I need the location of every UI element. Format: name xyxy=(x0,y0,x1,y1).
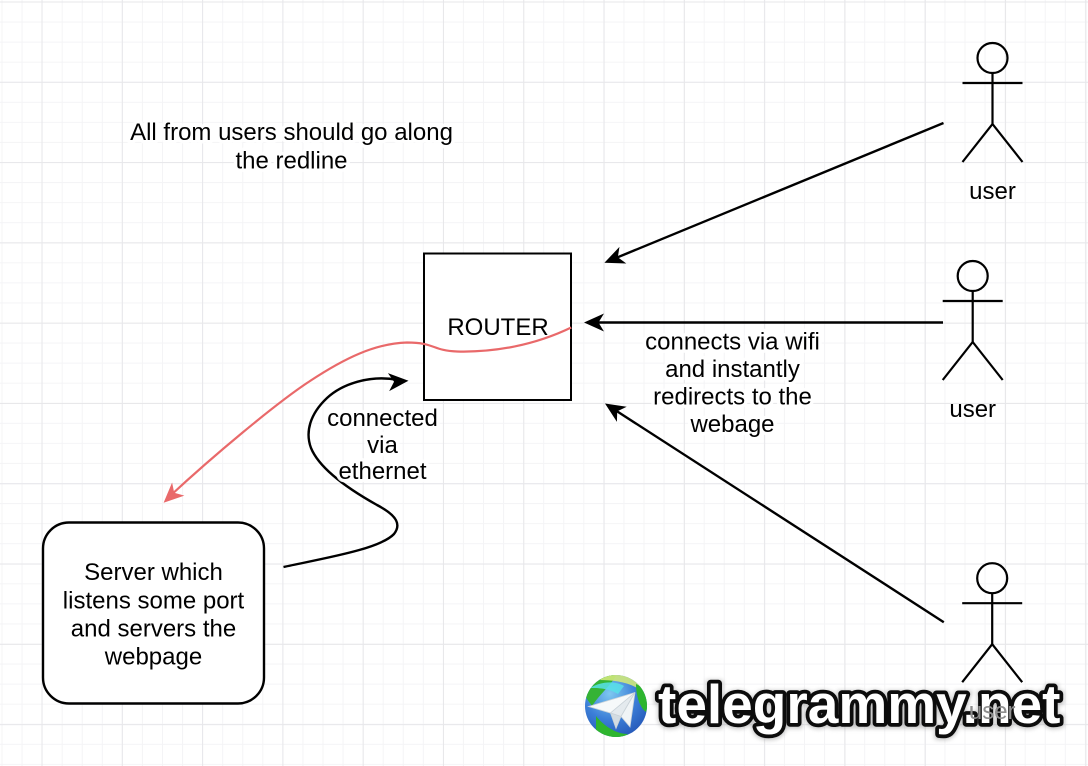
svg-text:webage: webage xyxy=(689,411,774,438)
svg-text:ethernet: ethernet xyxy=(338,458,426,485)
svg-text:and servers the: and servers the xyxy=(71,616,236,643)
svg-text:connects via wifi: connects via wifi xyxy=(645,329,820,356)
svg-text:user: user xyxy=(969,698,1016,725)
svg-text:Server which: Server which xyxy=(84,559,223,586)
svg-text:via: via xyxy=(367,432,398,459)
svg-text:connected: connected xyxy=(327,405,438,432)
svg-text:All from users should go along: All from users should go along xyxy=(130,119,453,146)
svg-text:via: via xyxy=(367,432,398,459)
svg-text:user: user xyxy=(949,396,996,423)
svg-text:connected: connected xyxy=(327,405,438,432)
svg-text:redirects to the: redirects to the xyxy=(653,384,812,411)
svg-text:telegrammy.net: telegrammy.net xyxy=(658,674,1060,736)
svg-text:telegrammy.net: telegrammy.net xyxy=(658,673,1060,735)
svg-text:and instantly: and instantly xyxy=(665,356,800,383)
svg-text:webpage: webpage xyxy=(104,644,202,671)
svg-text:connects via wifi: connects via wifi xyxy=(645,329,820,356)
svg-text:the redline: the redline xyxy=(235,148,347,175)
svg-text:webage: webage xyxy=(689,411,774,438)
svg-text:listens some port: listens some port xyxy=(63,588,245,615)
svg-text:redirects to the: redirects to the xyxy=(653,384,812,411)
svg-text:user: user xyxy=(969,178,1016,205)
svg-text:ethernet: ethernet xyxy=(338,458,426,485)
svg-text:user: user xyxy=(969,698,1016,725)
svg-text:the redline: the redline xyxy=(235,148,347,175)
svg-text:All from users should go along: All from users should go along xyxy=(130,119,453,146)
svg-text:and instantly: and instantly xyxy=(665,356,800,383)
svg-text:ROUTER: ROUTER xyxy=(447,314,548,341)
